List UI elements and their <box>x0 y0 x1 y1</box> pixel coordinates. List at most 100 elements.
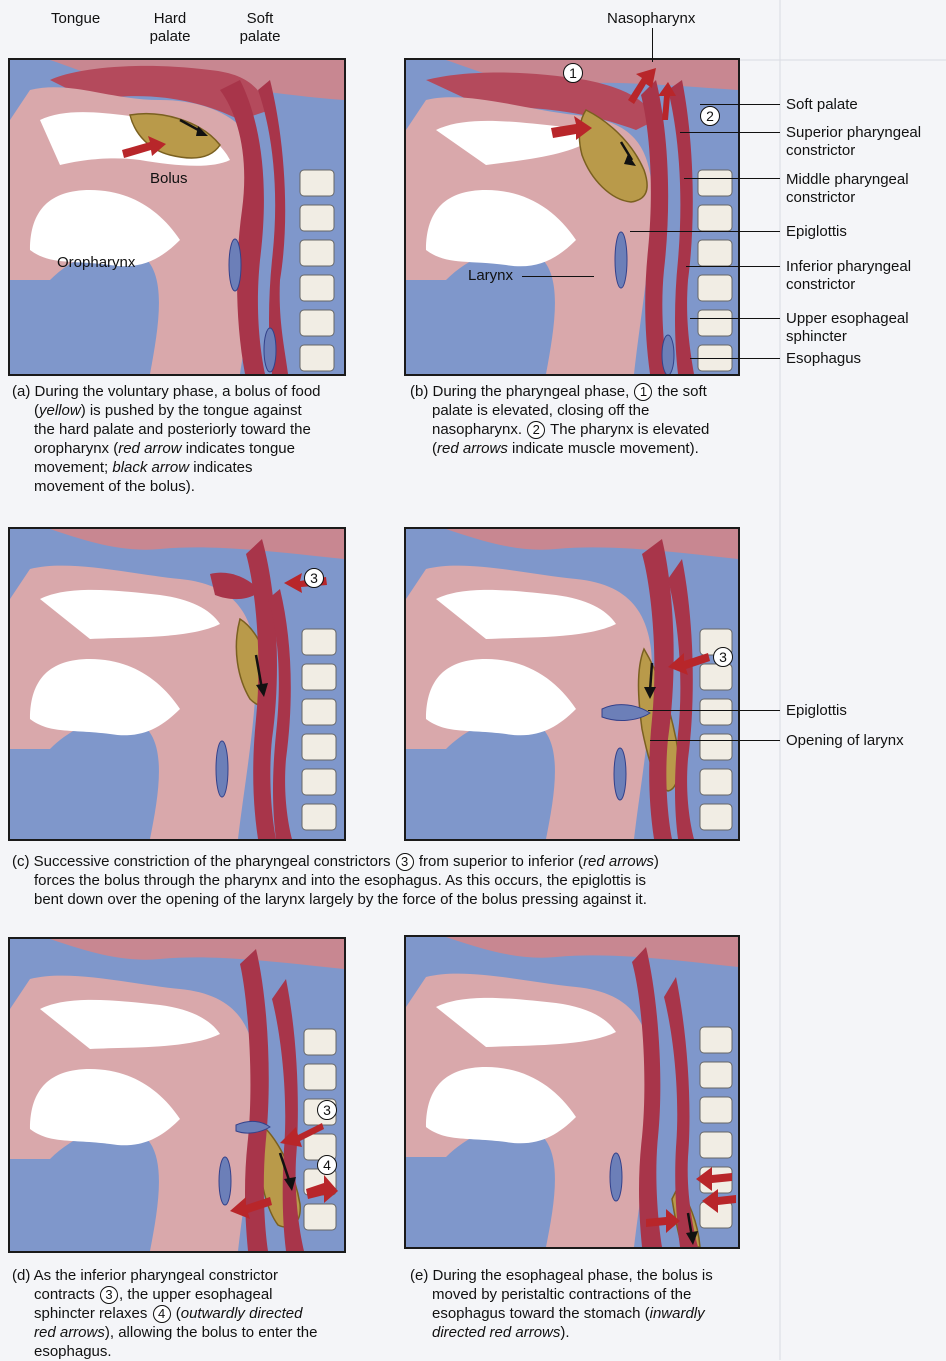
caption-b-text: (b) During the pharyngeal phase, <box>410 383 633 400</box>
caption-e-italic: inwardly <box>650 1305 705 1322</box>
label-oropharynx: Oropharynx <box>57 254 135 272</box>
label-hard-palate-1: Hard <box>145 10 195 28</box>
leader-epiglottis <box>630 231 780 232</box>
label-epiglottis: Epiglottis <box>786 223 847 241</box>
caption-d-text: ( <box>172 1305 181 1322</box>
caption-d-text: , the upper esophageal <box>119 1286 272 1303</box>
caption-a-line-1: (a) During the voluntary phase, a bolus … <box>12 382 372 401</box>
marker-3-c-right: 3 <box>713 647 733 667</box>
caption-c-text: ) <box>654 853 659 870</box>
label-opening-larynx: Opening of larynx <box>786 732 904 750</box>
caption-a-text: oropharynx ( <box>34 440 118 457</box>
caption-d-text: sphincter relaxes <box>34 1305 152 1322</box>
marker-2: 2 <box>700 106 720 126</box>
caption-b-text: nasopharynx. <box>432 421 526 438</box>
inline-marker-4: 4 <box>153 1305 171 1323</box>
panel-d-anatomy <box>10 939 344 1251</box>
panel-a-voluntary-phase <box>8 58 346 376</box>
leader-esophagus <box>690 358 780 359</box>
caption-e-line-1: (e) During the esophageal phase, the bol… <box>410 1266 750 1285</box>
leader-inferior <box>686 266 780 267</box>
leader-soft-palate <box>700 104 780 105</box>
marker-3-c-left: 3 <box>304 568 324 588</box>
label-ues-1: Upper esophageal <box>786 310 909 328</box>
caption-c-line-3: bent down over the opening of the larynx… <box>12 890 752 909</box>
caption-d: (d) As the inferior pharyngeal constrict… <box>12 1266 372 1361</box>
caption-b-text: indicate muscle movement). <box>508 440 699 457</box>
label-superior-2: constrictor <box>786 142 855 160</box>
caption-d-line-5: esophagus. <box>12 1342 372 1361</box>
panel-c-left-anatomy <box>10 529 344 839</box>
label-soft-palate-2: palate <box>230 28 290 46</box>
caption-a-text: indicates <box>189 459 252 476</box>
panel-b-anatomy <box>406 60 738 374</box>
caption-b-line-2: palate is elevated, closing off the <box>410 401 750 420</box>
label-soft-palate: Soft palate <box>786 96 858 114</box>
label-superior-1: Superior pharyngeal <box>786 124 921 142</box>
caption-c-text: (c) Successive constriction of the phary… <box>12 853 395 870</box>
caption-a-italic: black arrow <box>112 459 189 476</box>
panel-c-right-anatomy <box>406 529 738 839</box>
caption-c: (c) Successive constriction of the phary… <box>12 852 752 909</box>
leader-middle <box>684 178 780 179</box>
caption-b: (b) During the pharyngeal phase, 1 the s… <box>410 382 750 458</box>
caption-e-italic: directed red arrows <box>432 1324 560 1341</box>
leader-epiglottis-c <box>648 710 780 711</box>
caption-c-italic: red arrows <box>583 853 654 870</box>
caption-e-text: ). <box>560 1324 569 1341</box>
caption-a-text: movement; <box>34 459 112 476</box>
caption-d-text: contracts <box>34 1286 99 1303</box>
inline-marker-1: 1 <box>634 383 652 401</box>
label-ues-2: sphincter <box>786 328 847 346</box>
inline-marker-2: 2 <box>527 421 545 439</box>
caption-e-text: esophagus toward the stomach ( <box>432 1305 650 1322</box>
label-esophagus: Esophagus <box>786 350 861 368</box>
caption-e: (e) During the esophageal phase, the bol… <box>410 1266 750 1342</box>
caption-b-text: the soft <box>653 383 706 400</box>
panel-b-pharyngeal-phase <box>404 58 740 376</box>
caption-d-text: ), allowing the bolus to enter the <box>105 1324 318 1341</box>
label-nasopharynx: Nasopharynx <box>607 10 695 28</box>
panel-e-esophageal-phase <box>404 935 740 1249</box>
caption-a-text: ) is pushed by the tongue against <box>81 402 302 419</box>
label-larynx: Larynx <box>468 267 513 285</box>
inline-marker-3: 3 <box>396 853 414 871</box>
leader-opening-larynx <box>650 740 780 741</box>
caption-d-line-1: (d) As the inferior pharyngeal constrict… <box>12 1266 372 1285</box>
caption-a-italic: red arrow <box>118 440 181 457</box>
caption-a: (a) During the voluntary phase, a bolus … <box>12 382 372 496</box>
caption-d-italic: outwardly directed <box>181 1305 303 1322</box>
caption-b-text: The pharynx is elevated <box>546 421 709 438</box>
label-soft-palate-1: Soft <box>235 10 285 28</box>
caption-a-line-3: the hard palate and posteriorly toward t… <box>12 420 372 439</box>
panel-d <box>8 937 346 1253</box>
label-middle-2: constrictor <box>786 189 855 207</box>
panel-a-anatomy <box>10 60 344 374</box>
caption-d-italic: red arrows <box>34 1324 105 1341</box>
caption-b-italic: red arrows <box>437 440 508 457</box>
caption-a-text: indicates tongue <box>182 440 295 457</box>
caption-c-text: from superior to inferior ( <box>415 853 583 870</box>
marker-4-d: 4 <box>317 1155 337 1175</box>
caption-a-line-6: movement of the bolus). <box>12 477 372 496</box>
marker-1: 1 <box>563 63 583 83</box>
label-hard-palate-2: palate <box>140 28 200 46</box>
panel-e-anatomy <box>406 937 738 1247</box>
caption-a-italic: yellow <box>39 402 81 419</box>
label-bolus: Bolus <box>150 170 188 188</box>
inline-marker-3: 3 <box>100 1286 118 1304</box>
label-tongue: Tongue <box>51 10 100 28</box>
panel-c-left <box>8 527 346 841</box>
label-middle-1: Middle pharyngeal <box>786 171 909 189</box>
caption-c-line-2: forces the bolus through the pharynx and… <box>12 871 752 890</box>
caption-e-line-2: moved by peristaltic contractions of the <box>410 1285 750 1304</box>
leader-superior <box>680 132 780 133</box>
leader-nasopharynx <box>652 28 653 62</box>
marker-3-d: 3 <box>317 1100 337 1120</box>
label-inferior-1: Inferior pharyngeal <box>786 258 911 276</box>
label-epiglottis-c: Epiglottis <box>786 702 847 720</box>
leader-ues <box>690 318 780 319</box>
panel-c-right <box>404 527 740 841</box>
label-inferior-2: constrictor <box>786 276 855 294</box>
leader-larynx <box>522 276 594 277</box>
